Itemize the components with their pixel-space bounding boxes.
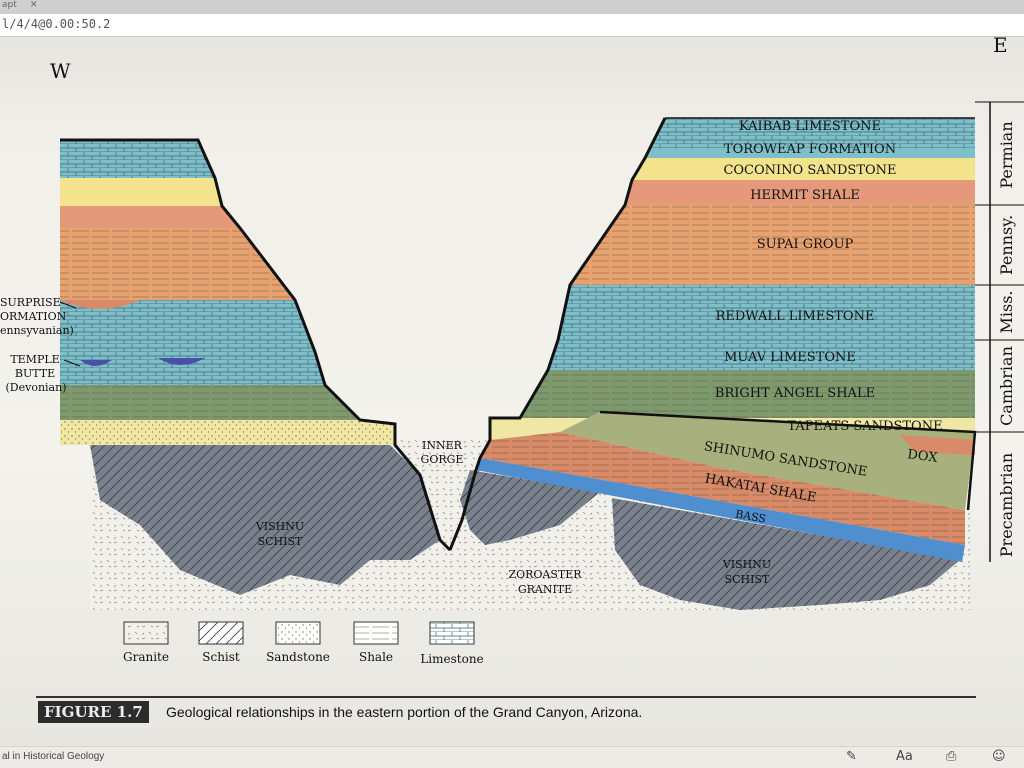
surprise-pointer — [59, 301, 77, 309]
surprise-formation-line3: ennsyvanian) — [0, 324, 74, 337]
vishnu-schist-left-line2: SCHIST — [258, 535, 303, 548]
browser-tab[interactable]: apt — [2, 0, 17, 10]
cambrian-label: Cambrian — [997, 346, 1016, 426]
precambrian-label: Precambrian — [997, 453, 1016, 557]
west-coconino-layer — [60, 178, 222, 206]
surprise-formation-line1: SURPRISE — [0, 296, 61, 309]
east-dox-layer — [900, 435, 975, 455]
mississippian-label: Miss. — [997, 290, 1016, 333]
east-bright-angel-texture — [520, 370, 975, 418]
coconino-sandstone-label: COCONINO SANDSTONE — [723, 163, 896, 178]
pennsylvanian-label: Pennsy. — [997, 215, 1016, 275]
legend-sandstone-label: Sandstone — [266, 650, 330, 664]
highlighter-icon[interactable]: ✎ — [846, 749, 857, 764]
hermit-shale-label: HERMIT SHALE — [750, 188, 860, 203]
east-label: E — [993, 33, 1008, 57]
east-toroweap-layer — [645, 148, 975, 158]
inner-gorge-line2: GORGE — [421, 453, 464, 466]
west-temple-butte-lenses — [80, 358, 205, 366]
west-tapeats-texture — [60, 420, 395, 445]
east-shinumo-layer — [560, 412, 975, 510]
legend-limestone-label: Limestone — [420, 652, 483, 666]
east-kaibab-texture — [650, 118, 975, 148]
legend-shale-texture — [354, 622, 398, 644]
temple-butte-line2: BUTTE — [15, 367, 55, 380]
muav-limestone-label: MUAV LIMESTONE — [724, 350, 856, 365]
close-tab-icon[interactable]: ✕ — [30, 0, 38, 10]
print-icon[interactable]: ⎙ — [946, 749, 957, 764]
west-label: W — [50, 59, 71, 83]
inner-gorge-schist-texture — [460, 470, 600, 545]
east-muav-texture — [548, 340, 975, 370]
dox-label: DOX — [907, 447, 939, 466]
zoroaster-granite-line2: GRANITE — [518, 583, 572, 596]
vishnu-schist-right-line1: VISHNU — [722, 558, 771, 571]
east-canyon-profile — [448, 117, 667, 551]
tapeats-sandstone-label: TAPEATS SANDSTONE — [787, 419, 942, 434]
legend-sandstone-texture — [276, 622, 320, 644]
permian-label: Permian — [997, 121, 1016, 188]
font-settings-button[interactable]: Aa — [896, 749, 913, 764]
caption-text: Geological relationships in the eastern … — [166, 704, 643, 720]
west-surprise-lens — [60, 300, 140, 309]
legend-shale-label: Shale — [359, 650, 393, 664]
redwall-limestone-label: REDWALL LIMESTONE — [716, 309, 875, 324]
bright-angel-shale-label: BRIGHT ANGEL SHALE — [715, 386, 875, 401]
east-hermit-layer — [625, 180, 975, 205]
figure-number-badge: FIGURE 1.7 — [38, 701, 149, 723]
feedback-icon[interactable]: ☺ — [992, 749, 1006, 764]
legend-granite-texture — [124, 622, 168, 644]
east-redwall-texture — [558, 285, 975, 340]
east-supai-texture — [570, 205, 975, 285]
kaibab-limestone-label: KAIBAB LIMESTONE — [739, 119, 881, 134]
legend-schist-label: Schist — [202, 650, 240, 664]
legend-granite-label: Granite — [123, 650, 169, 664]
grand-canyon-cross-section: W E — [0, 33, 1024, 666]
zoroaster-granite-line1: ZOROASTER — [508, 568, 582, 581]
legend-limestone-texture — [430, 622, 474, 644]
reader-toolbar: al in Historical Geology ✎ Aa ⎙ ☺ — [0, 746, 1024, 768]
vishnu-schist-right-line2: SCHIST — [725, 573, 770, 586]
address-bar-text: l/4/4@0.00:50.2 — [2, 17, 111, 31]
legend-schist-texture — [199, 622, 243, 644]
inner-gorge-line1: INNER — [422, 439, 463, 452]
east-hakatai-texture — [480, 432, 965, 545]
west-supai-texture — [60, 228, 295, 300]
vishnu-schist-left-line1: VISHNU — [255, 520, 304, 533]
book-title: al in Historical Geology — [2, 751, 105, 762]
temple-butte-line3: (Devonian) — [6, 381, 67, 394]
west-hermit-layer — [60, 206, 240, 228]
bass-label: BASS — [734, 507, 767, 525]
temple-butte-pointer — [63, 359, 81, 367]
vishnu-schist-left-texture — [90, 445, 440, 595]
vishnu-schist-right-texture — [612, 498, 960, 610]
figure-caption: FIGURE 1.7 Geological relationships in t… — [36, 696, 976, 732]
address-bar[interactable]: l/4/4@0.00:50.2 — [0, 14, 1024, 37]
surprise-formation-line2: ORMATION — [0, 310, 67, 323]
east-coconino-layer — [632, 158, 975, 180]
west-kaibab-texture — [60, 140, 215, 178]
west-canyon-profile — [60, 138, 452, 552]
browser-tab-strip: apt ✕ — [0, 0, 1024, 14]
west-bright-angel-texture — [60, 385, 360, 420]
temple-butte-line1: TEMPLE — [10, 353, 59, 366]
west-muav-texture — [60, 352, 325, 385]
supai-group-label: SUPAI GROUP — [757, 237, 854, 252]
west-redwall-texture — [60, 300, 315, 352]
toroweap-formation-label: TOROWEAP FORMATION — [724, 142, 896, 157]
east-bass-layer — [476, 458, 965, 562]
east-tapeats-layer — [490, 412, 975, 440]
